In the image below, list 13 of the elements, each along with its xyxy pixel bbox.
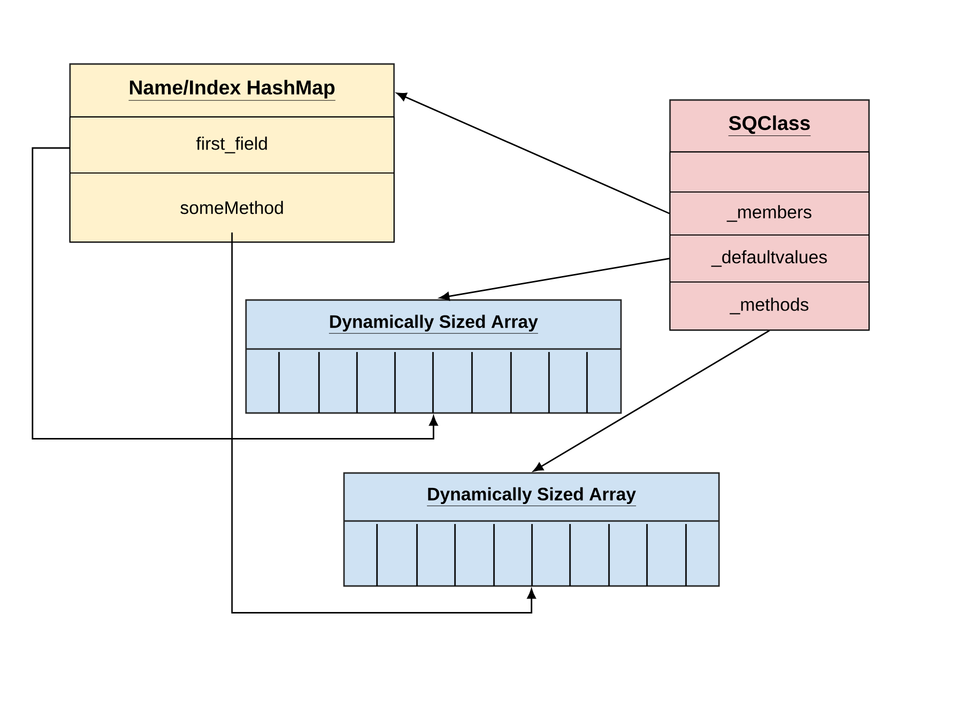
member-row: first_field xyxy=(70,116,394,174)
arrow xyxy=(439,258,670,301)
member-row: _members xyxy=(670,192,870,236)
member-row: _methods xyxy=(670,282,870,330)
arrow xyxy=(231,232,536,614)
arrow xyxy=(32,147,438,440)
member-row: _defaultvalues xyxy=(670,234,870,282)
array-box: Dynamically Sized Array xyxy=(343,472,720,587)
member-row: someMethod xyxy=(70,172,394,242)
array-box: Dynamically Sized Array xyxy=(245,299,622,414)
arrow xyxy=(396,92,670,214)
arrow xyxy=(533,330,770,472)
empty-row xyxy=(670,152,870,192)
